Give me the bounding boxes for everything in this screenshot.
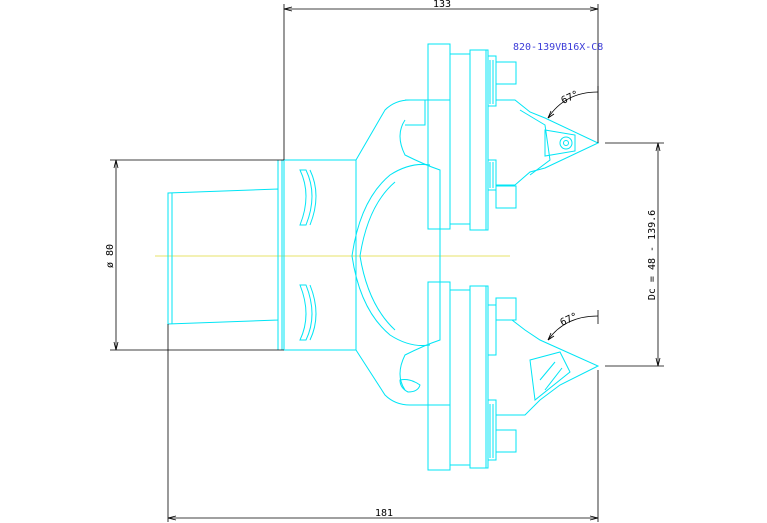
angle-label-bottom: 67° <box>559 311 580 329</box>
dimension-top-length: 133 <box>433 0 451 10</box>
shank <box>167 160 283 350</box>
dimension-diameter <box>110 159 284 351</box>
dimension-181 <box>167 324 599 522</box>
angle-dimension-bottom <box>547 310 599 341</box>
upper-cartridge <box>427 43 600 231</box>
dimension-dc <box>605 142 664 367</box>
flange-body <box>283 159 357 351</box>
dimension-133 <box>283 4 599 160</box>
angle-label-top: 67° <box>560 89 581 107</box>
dimension-bottom-length: 181 <box>375 508 393 519</box>
bridge-body <box>351 99 450 406</box>
part-number-label: 820-139VB16X-C8 <box>513 42 603 53</box>
dimension-cutting-diameter: Dc = 48 - 139.6 <box>647 210 658 300</box>
lower-cartridge <box>427 281 600 471</box>
angle-dimension-top <box>547 86 599 119</box>
dimension-shank-diameter: ø 80 <box>105 244 116 268</box>
